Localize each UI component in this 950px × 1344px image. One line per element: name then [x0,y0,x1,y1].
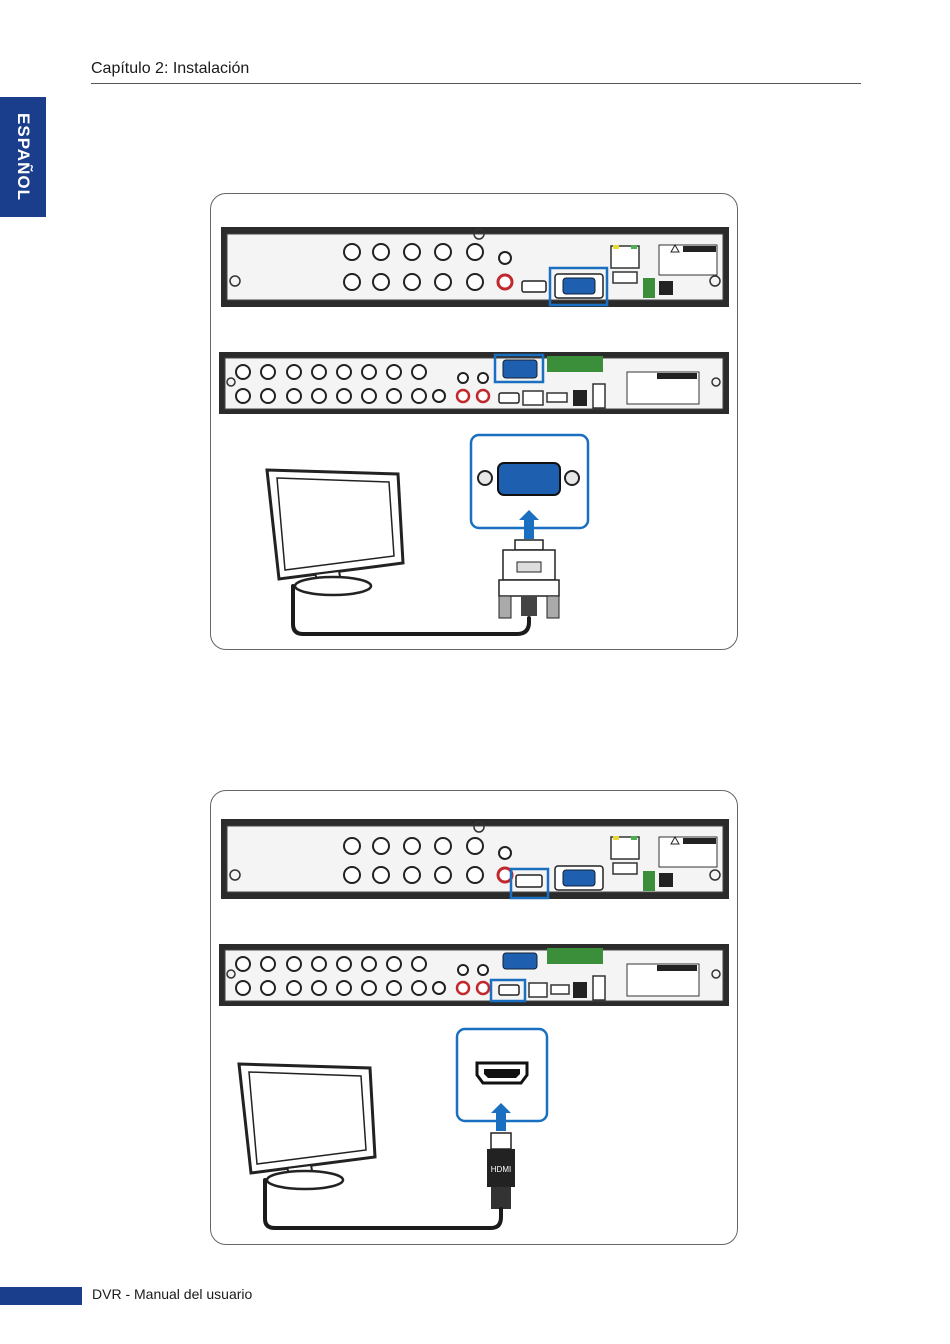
monitor-icon [267,470,403,595]
vga-port-callout [471,435,588,539]
monitor-icon [239,1064,375,1189]
header-divider [91,83,861,84]
chapter-title: Capítulo 2: Instalación [91,60,249,78]
vga-cable-plug [499,540,559,618]
hdmi-port-callout [457,1029,547,1131]
dvr-rear-panel-16ch [219,352,729,414]
dvr-rear-panel-4ch [221,819,729,899]
language-tab-label: ESPAÑOL [13,113,33,201]
footer-manual-title: DVR - Manual del usuario [92,1286,252,1302]
dvr-rear-panel-4ch [221,227,729,307]
footer-accent-bar [0,1287,82,1305]
hdmi-cable-plug: HDMI [487,1133,515,1209]
vga-connection-figure [210,193,738,650]
hdmi-connection-figure: HDMI [210,790,738,1245]
hdmi-plug-label: HDMI [491,1165,511,1174]
language-tab: ESPAÑOL [0,97,46,217]
dvr-rear-panel-16ch [219,944,729,1006]
